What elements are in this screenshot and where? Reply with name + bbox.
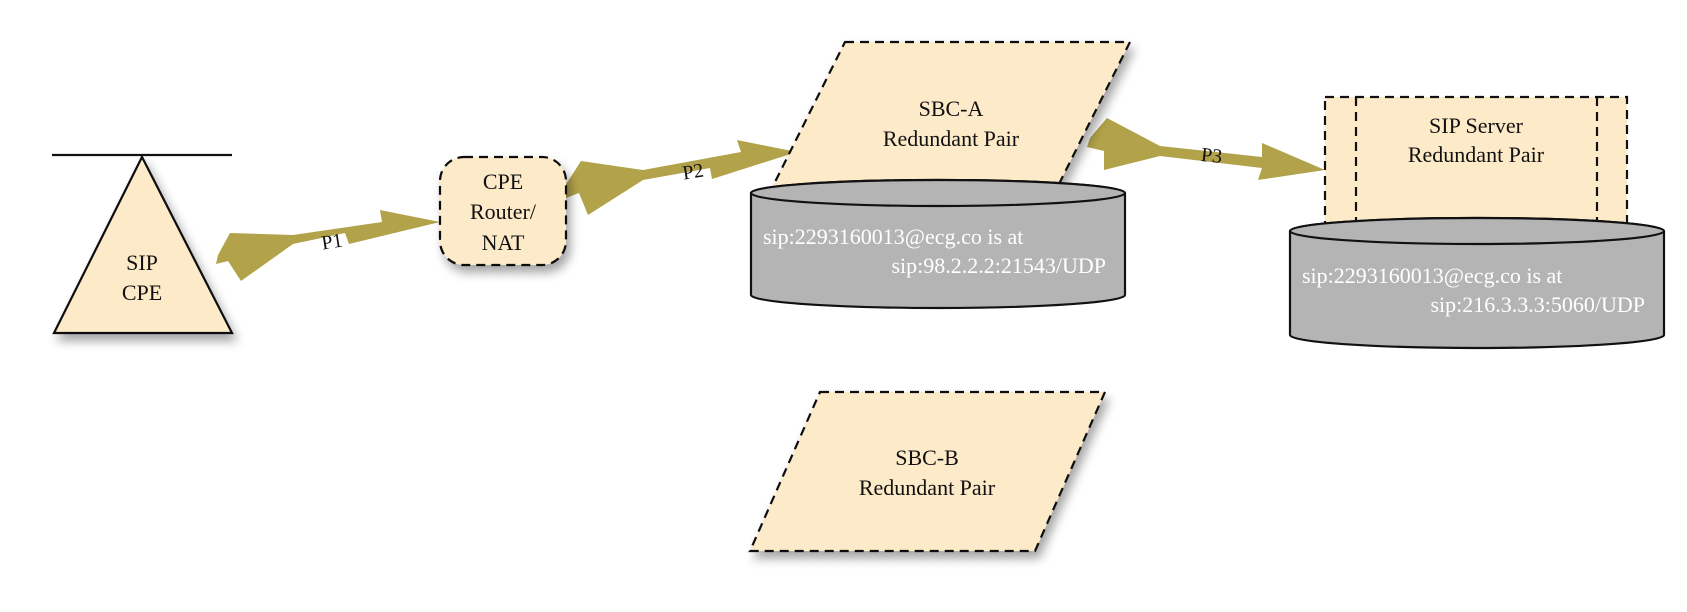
node-sip-cpe: SIP CPE <box>52 153 234 335</box>
sbc-a-db-text-line1: sip:2293160013@ecg.co is at <box>763 224 1023 249</box>
sip-server-box <box>1323 95 1629 231</box>
database-sip-server: sip:2293160013@ecg.co is at sip:216.3.3.… <box>1288 216 1666 350</box>
sip-server-db-top <box>1288 216 1666 246</box>
cpe-router-label-line3: NAT <box>482 230 525 255</box>
edge-p1: P1 <box>216 210 440 281</box>
sip-server-db-text-line1: sip:2293160013@ecg.co is at <box>1302 263 1562 288</box>
sbc-a-label-line1: SBC-A <box>919 96 984 121</box>
sip-cpe-label-line2: CPE <box>122 280 162 305</box>
edge-label-p3: P3 <box>1200 144 1223 168</box>
cpe-router-label-line1: CPE <box>483 169 523 194</box>
node-sbc-b: SBC-B Redundant Pair <box>748 390 1107 553</box>
arrow-p2 <box>563 140 797 215</box>
edge-label-p2: P2 <box>681 160 705 185</box>
sip-server-label-line1: SIP Server <box>1429 113 1524 138</box>
edge-p3: P3 <box>1087 118 1325 180</box>
sip-server-label-line2: Redundant Pair <box>1408 142 1545 167</box>
arrow-p1 <box>216 210 440 281</box>
sbc-a-label-line2: Redundant Pair <box>883 126 1020 151</box>
sbc-b-parallelogram <box>748 390 1107 553</box>
node-cpe-router: CPE Router/ NAT <box>438 155 568 267</box>
sbc-b-label-line2: Redundant Pair <box>859 475 996 500</box>
sip-cpe-label-line1: SIP <box>126 250 158 275</box>
sip-server-db-text-line2: sip:216.3.3.3:5060/UDP <box>1430 292 1645 317</box>
sbc-a-db-top <box>749 178 1127 208</box>
edge-p2: P2 <box>563 140 797 215</box>
sbc-b-label-line1: SBC-B <box>895 445 959 470</box>
sbc-a-db-text-line2: sip:98.2.2.2:21543/UDP <box>891 253 1106 278</box>
arrow-p3 <box>1087 118 1325 180</box>
database-sbc-a: sip:2293160013@ecg.co is at sip:98.2.2.2… <box>749 178 1127 310</box>
sip-cpe-triangle <box>52 154 234 335</box>
node-sbc-a: SBC-A Redundant Pair <box>768 40 1132 194</box>
cpe-router-label-line2: Router/ <box>470 199 537 224</box>
cpe-router-box <box>438 155 568 267</box>
edge-label-p1: P1 <box>320 230 344 255</box>
node-sip-server: SIP Server Redundant Pair <box>1323 95 1629 231</box>
